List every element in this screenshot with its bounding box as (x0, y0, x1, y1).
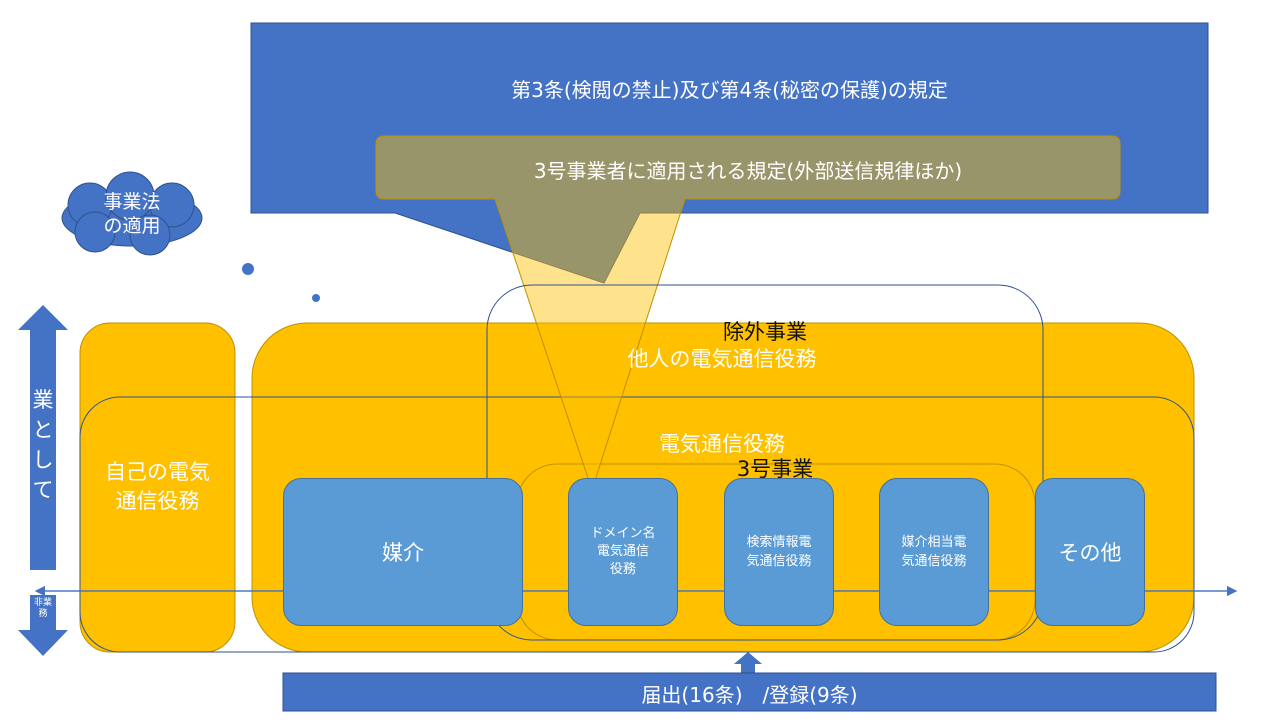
own-service-line-2: 通信役務 (115, 489, 200, 513)
down-arrow (18, 595, 68, 656)
excluded-business-label: 除外事業 (723, 320, 807, 344)
own-service-line-1: 自己の電気 (105, 460, 210, 484)
telecom-service-outline (79, 396, 1195, 653)
box-search-info-service: 検索情報電 気通信役務 (724, 478, 834, 626)
others-service-label: 他人の電気通信役務 (627, 347, 817, 371)
box-line: 媒介相当電 (901, 535, 967, 550)
bottom-bar-shape (282, 672, 1217, 712)
up-arrow (18, 305, 68, 570)
box-other-label: その他 (1058, 541, 1122, 565)
cloud-line-2: の適用 (103, 215, 161, 237)
box-line: 気通信役務 (746, 554, 812, 569)
cloud-shape (61, 171, 203, 256)
thought-bubbles (242, 263, 382, 327)
bottom-bar-label: 届出(16条) /登録(9条) (641, 683, 858, 707)
box-line: 検索情報電 (746, 535, 812, 550)
telecom-service-label: 電気通信役務 (659, 432, 785, 456)
box-line: 役務 (609, 562, 636, 577)
box-line: 気通信役務 (901, 554, 967, 569)
no3-business-label: 3号事業 (736, 457, 814, 481)
bottom-up-arrow (734, 652, 762, 673)
own-service-label: 自己の電気 通信役務 (80, 458, 235, 516)
inner-callout-shape (375, 135, 1121, 492)
top-callout-shape (250, 22, 1209, 284)
box-mediation: 媒介 (283, 478, 523, 626)
cloud-label: 事業法 の適用 (80, 190, 184, 238)
box-line: ドメイン名 (590, 526, 656, 541)
excluded-business-outline (486, 284, 1044, 641)
inner-callout-title: 3号事業者に適用される規定(外部送信規律ほか) (533, 159, 963, 183)
box-domain-name-service: ドメイン名 電気通信 役務 (568, 478, 678, 626)
box-mediation-label: 媒介 (382, 541, 424, 565)
up-arrow-label: 業として (32, 388, 54, 502)
top-callout-title: 第3条(検閲の禁止)及び第4条(秘密の保護)の規定 (511, 78, 948, 102)
down-arrow-label: 非業務 (34, 598, 53, 619)
box-mediation-equivalent-service: 媒介相当電 気通信役務 (879, 478, 989, 626)
cloud-line-1: 事業法 (103, 191, 161, 213)
box-other: その他 (1035, 478, 1145, 626)
box-line: 電気通信 (596, 544, 649, 559)
